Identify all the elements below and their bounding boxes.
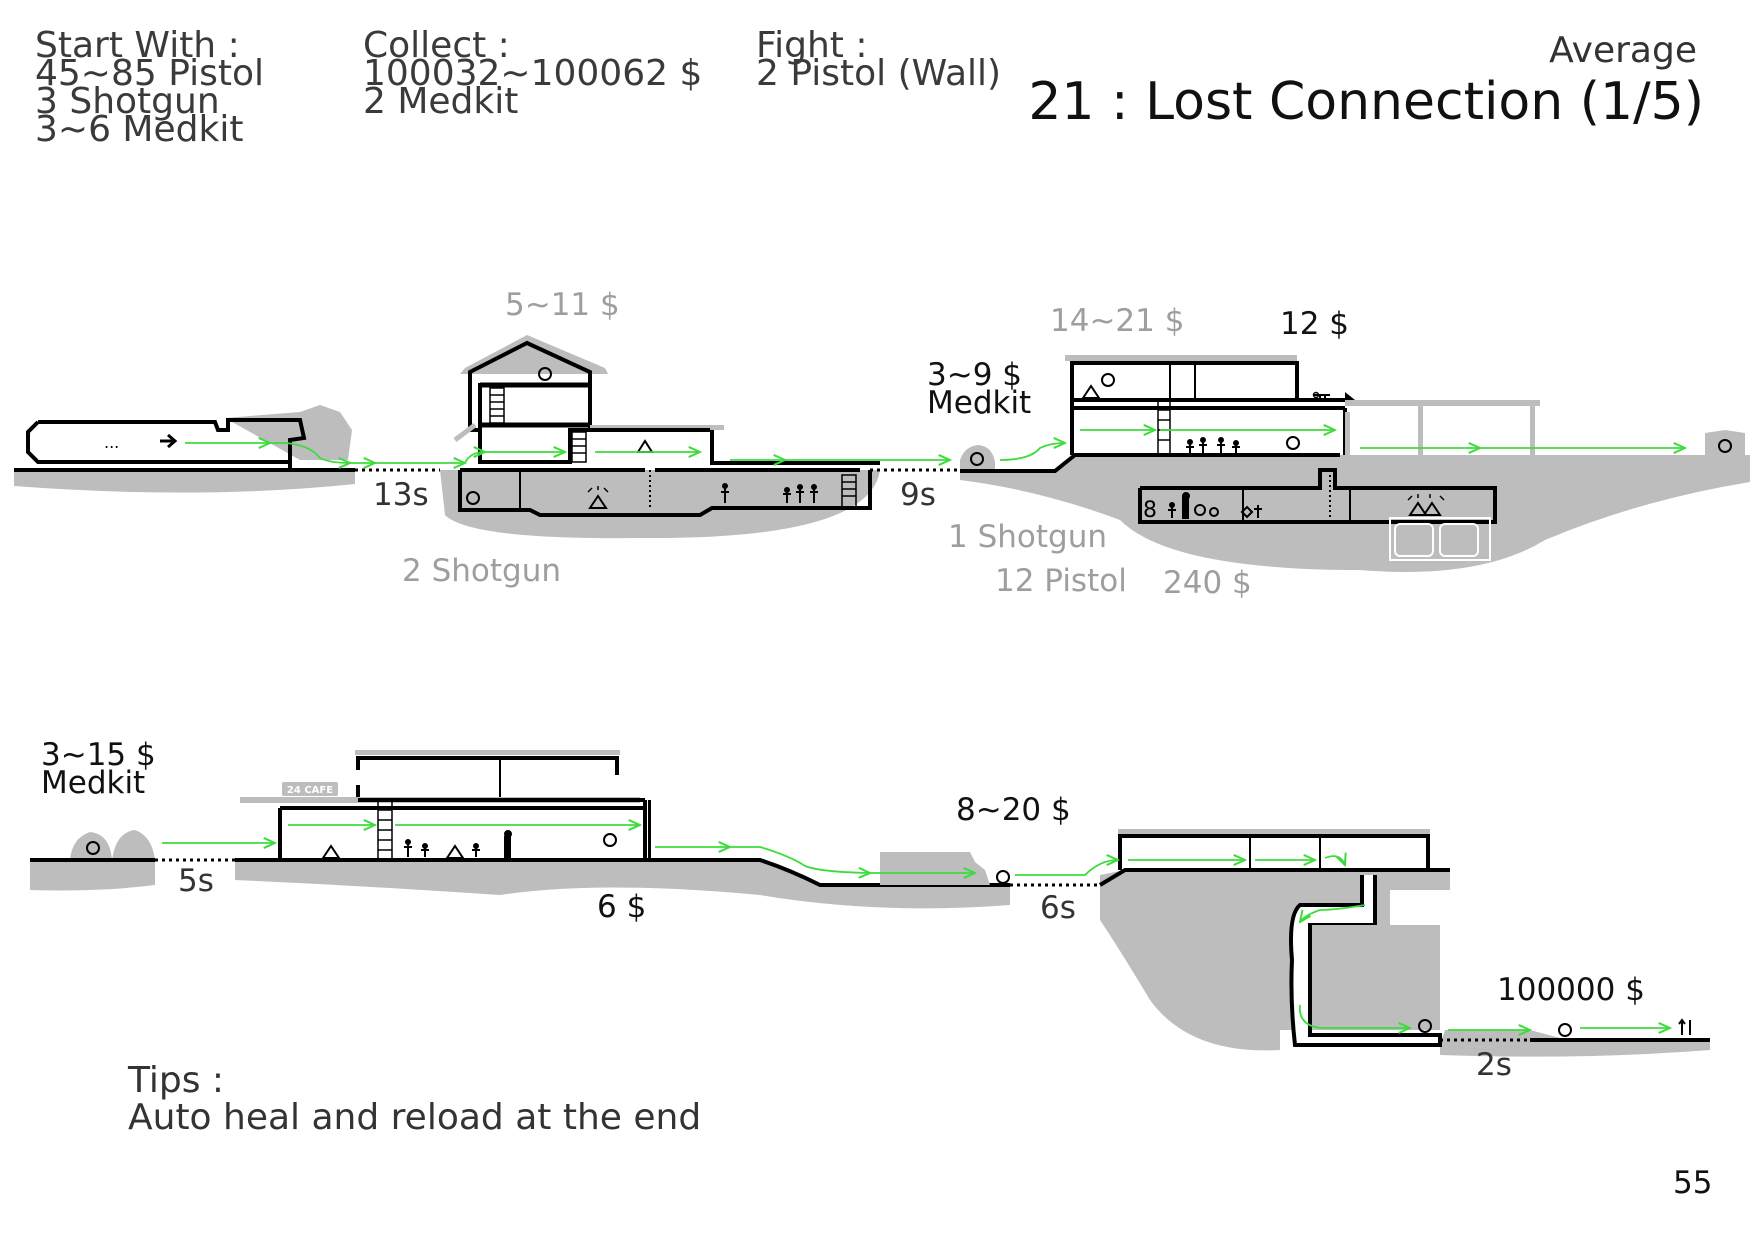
exit-icon xyxy=(1679,1020,1690,1035)
rubble xyxy=(960,445,995,470)
shotgun-label: 2 Shotgun xyxy=(402,556,561,587)
money-label: 5~11 $ xyxy=(505,290,620,321)
tips-text: Auto heal and reload at the end xyxy=(128,1100,701,1136)
time-label: 13s xyxy=(373,480,429,511)
arrow-icon xyxy=(160,435,175,447)
time-label: 9s xyxy=(900,480,936,511)
pistol-label: 12 Pistol xyxy=(995,566,1127,597)
money-label: 240 $ xyxy=(1163,568,1252,599)
medkit-label: Medkit xyxy=(41,768,145,799)
wall xyxy=(1120,836,1428,870)
money-label: 100000 $ xyxy=(1497,975,1645,1006)
money-label: 14~21 $ xyxy=(1050,306,1184,337)
money-label: 6 $ xyxy=(597,892,646,923)
tips-title: Tips : xyxy=(128,1063,224,1099)
time-label: 5s xyxy=(178,866,214,897)
medkit-label: Medkit xyxy=(927,388,1031,419)
cafe-sign-label: 24 CAFE xyxy=(287,785,333,796)
svg-text:...: ... xyxy=(104,433,119,452)
page-number: 55 xyxy=(1673,1168,1712,1199)
ground xyxy=(14,470,355,493)
ground xyxy=(440,470,880,538)
svg-text:8: 8 xyxy=(1143,498,1157,523)
time-label: 2s xyxy=(1476,1050,1512,1081)
wall xyxy=(358,758,617,775)
ground xyxy=(30,860,155,890)
money-label: 12 $ xyxy=(1280,309,1349,340)
triangle-icon xyxy=(1083,386,1099,398)
triangle-icon xyxy=(638,441,652,452)
money-label: 8~20 $ xyxy=(956,795,1071,826)
shotgun-label: 1 Shotgun xyxy=(948,522,1107,553)
truck xyxy=(880,852,990,885)
time-label: 6s xyxy=(1040,893,1076,924)
triangle-icon xyxy=(447,846,463,858)
triangle-icon xyxy=(323,846,339,858)
